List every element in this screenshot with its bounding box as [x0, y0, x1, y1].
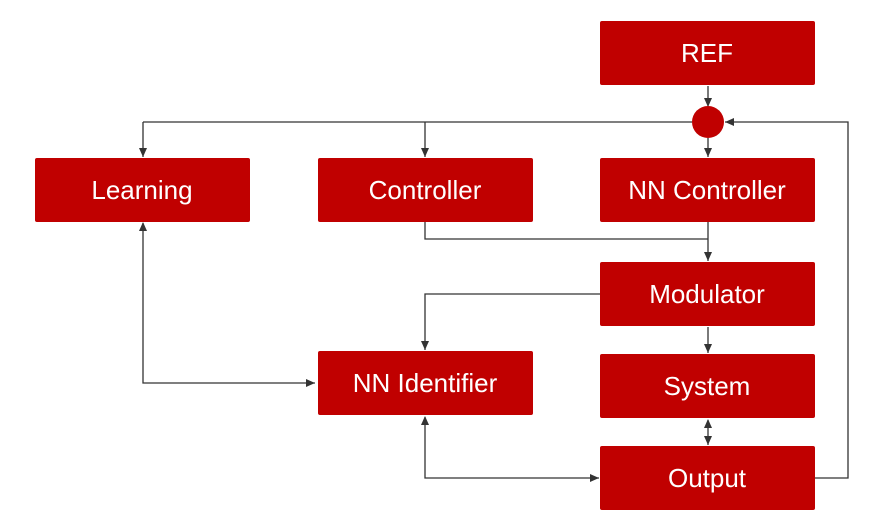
node-nn-identifier-box — [318, 351, 533, 415]
connectors — [139, 86, 849, 482]
node-output: Output — [600, 446, 815, 510]
node-nn-identifier: NN Identifier — [318, 351, 533, 415]
node-learning-box — [35, 158, 250, 222]
summing-junction — [692, 106, 724, 138]
node-ref-label: REF — [681, 38, 733, 68]
node-output-label: Output — [668, 463, 747, 493]
node-modulator-box — [600, 262, 815, 326]
node-ref: REF — [600, 21, 815, 85]
node-learning: Learning — [35, 158, 250, 222]
connector-learning-nn-identifier — [139, 222, 315, 387]
node-nn-identifier-label: NN Identifier — [353, 368, 498, 398]
node-modulator: Modulator — [600, 262, 815, 326]
connector-controller-to-modulator — [424, 222, 708, 240]
node-learning-label: Learning — [91, 175, 192, 205]
node-ref-box — [600, 21, 815, 85]
node-system: System — [600, 354, 815, 418]
node-nn-controller-label: NN Controller — [628, 175, 786, 205]
connector-nn-identifier-output — [421, 416, 599, 482]
node-system-box — [600, 354, 815, 418]
node-nn-controller: NN Controller — [600, 158, 815, 222]
node-nn-controller-box — [600, 158, 815, 222]
node-output-box — [600, 446, 815, 510]
node-controller-label: Controller — [369, 175, 482, 205]
node-system-label: System — [664, 371, 751, 401]
node-controller: Controller — [318, 158, 533, 222]
node-modulator-label: Modulator — [649, 279, 765, 309]
connector-output-feedback — [725, 118, 849, 479]
node-controller-box — [318, 158, 533, 222]
connector-modulator-to-nn-identifier — [421, 293, 600, 350]
